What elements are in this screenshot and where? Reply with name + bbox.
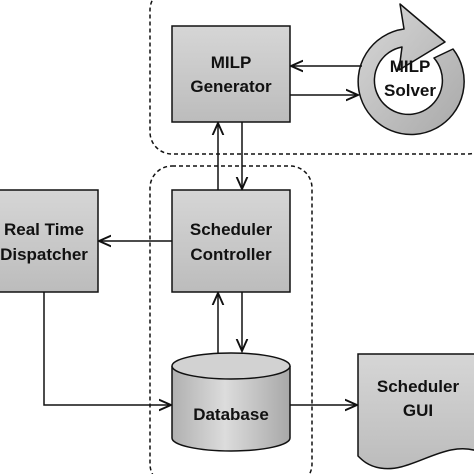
database-label: Database <box>193 405 269 424</box>
arrow-dispatcher-to-database <box>43 292 171 405</box>
solver-cycle-arrow-icon <box>357 3 465 136</box>
scheduler-controller-label-line2: Controller <box>190 245 272 264</box>
top-group-boundary <box>149 0 474 155</box>
scheduler-gui-label-line2: GUI <box>403 401 433 420</box>
milp-solver-label-line1: MILP <box>390 57 431 76</box>
milp-generator-node: MILP Generator <box>171 25 291 123</box>
milp-generator-label-line2: Generator <box>190 77 272 96</box>
database-node: Database <box>171 352 291 452</box>
scheduler-gui-label-line1: Scheduler <box>377 377 460 396</box>
real-time-dispatcher-label-line2: Dispatcher <box>0 245 88 264</box>
milp-solver-label-line2: Solver <box>384 81 436 100</box>
milp-solver-node: MILP Solver <box>357 3 465 136</box>
real-time-dispatcher-node: Real Time Dispatcher <box>0 189 99 293</box>
scheduler-gui-node: Scheduler GUI <box>357 353 474 470</box>
real-time-dispatcher-label-line1: Real Time <box>4 220 84 239</box>
milp-generator-label-line1: MILP <box>211 53 252 72</box>
center-group-boundary <box>149 165 313 474</box>
scheduler-controller-node: Scheduler Controller <box>171 189 291 293</box>
scheduler-controller-label-line1: Scheduler <box>190 220 273 239</box>
